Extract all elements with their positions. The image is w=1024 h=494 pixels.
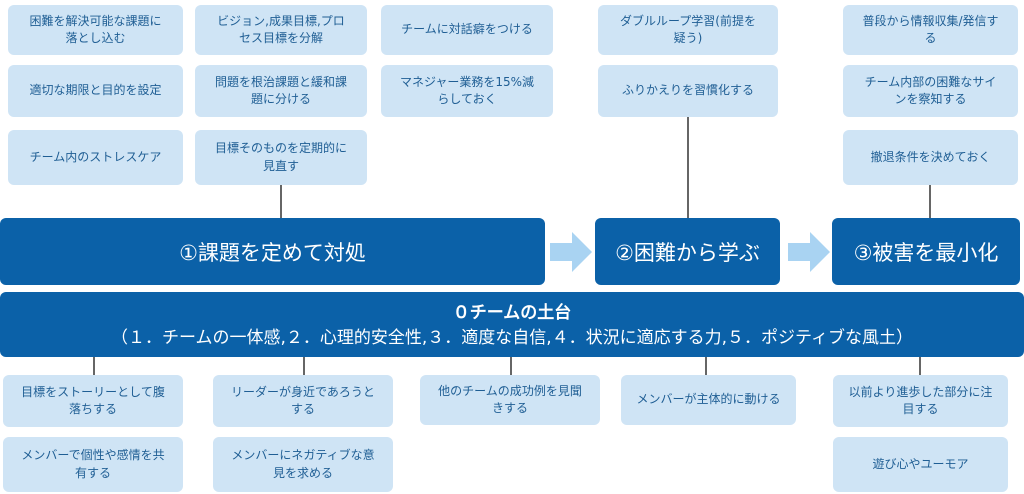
g1-card-2: 適切な期限と目的を設定 [8,65,183,117]
g1-card-7: チームに対話癖をつける [381,5,553,55]
foundation-subtitle: （１．チームの一体感,２．心理的安全性,３．適度な自信,４．状況に適応する力,５… [110,328,914,348]
g2-connector [687,117,689,218]
b5-card-1: 以前より進歩した部分に注 目する [833,375,1008,427]
b1-card-1: 目標をストーリーとして腹 落ちする [3,375,183,427]
b2-card-2: メンバーにネガティブな意 見を求める [213,437,393,492]
g2-card-2: ふりかえりを習慣化する [598,65,778,117]
g3-connector [929,185,931,218]
g2-card-1: ダブルループ学習(前提を 疑う) [598,5,778,55]
g1-card-8: マネジャー業務を15%減 らしておく [381,65,553,117]
g3-card-3: 撤退条件を決めておく [843,130,1018,185]
b1-connector [93,357,95,375]
g1-card-1: 困難を解決可能な課題に 落とし込む [8,5,183,55]
g1-card-4: ビジョン,成果目標,プロ セス目標を分解 [195,5,367,55]
b3-card-1: 他のチームの成功例を見聞 きする [420,375,600,425]
arrow-icon-1 [550,232,592,272]
g1-card-6: 目標そのものを定期的に 見直す [195,130,367,185]
g1-title-bar: ①課題を定めて対処 [0,218,545,285]
g2-title-bar: ②困難から学ぶ [595,218,780,285]
arrow-icon-2 [788,232,830,272]
g1-card-5: 問題を根治課題と緩和課 題に分ける [195,65,367,117]
g1-card-3: チーム内のストレスケア [8,130,183,185]
b5-connector [919,357,921,375]
b4-connector [705,357,707,375]
b4-card-1: メンバーが主体的に動ける [621,375,796,425]
g3-card-1: 普段から情報収集/発信す る [843,5,1018,55]
g3-card-2: チーム内部の困難なサイ ンを察知する [843,65,1018,117]
b5-card-2: 遊び心やユーモア [833,437,1008,492]
b1-card-2: メンバーで個性や感情を共 有する [3,437,183,492]
b3-connector [510,357,512,375]
foundation-bar: ０チームの土台 （１．チームの一体感,２．心理的安全性,３．適度な自信,４．状況… [0,292,1024,357]
b2-connector [303,357,305,375]
b2-card-1: リーダーが身近であろうと する [213,375,393,427]
g1-connector [280,185,282,218]
foundation-title: ０チームの土台 [452,303,572,323]
g3-title-bar: ③被害を最小化 [832,218,1020,285]
